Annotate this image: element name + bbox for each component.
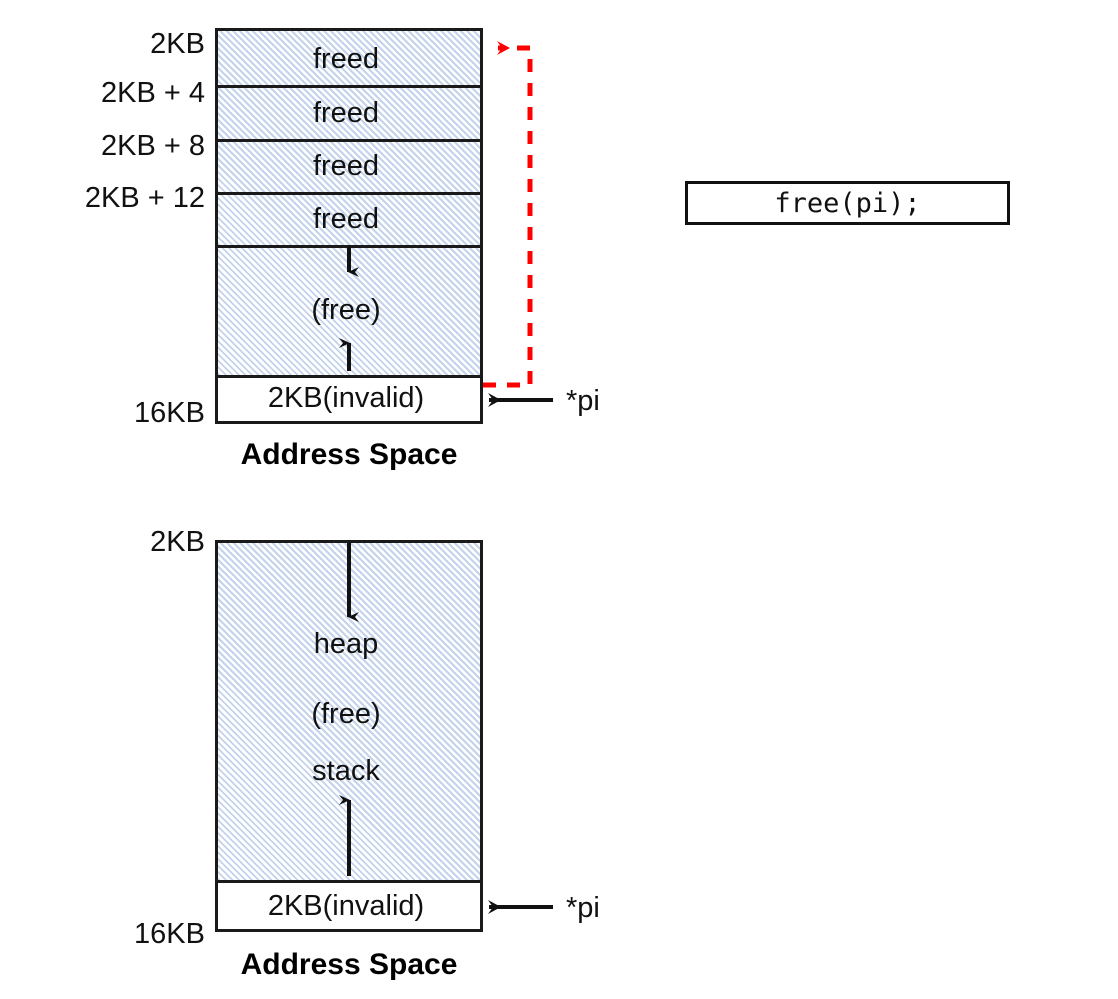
top-row-text-freed-4: freed bbox=[312, 203, 380, 235]
top-address-label-2kb: 2KB bbox=[150, 28, 205, 60]
top-address-label-2kb-plus-12: 2KB + 12 bbox=[84, 182, 205, 214]
top-row-text-free: (free) bbox=[311, 294, 381, 326]
top-row-separator-5 bbox=[218, 375, 480, 378]
bottom-address-label-16kb: 16KB bbox=[134, 918, 205, 950]
top-row-text-invalid: 2KB(invalid) bbox=[267, 382, 425, 414]
top-pointer-label-pi: *pi bbox=[566, 385, 600, 417]
top-caption-address-space: Address Space bbox=[240, 438, 458, 471]
top-heap-hatch-region bbox=[218, 31, 480, 375]
bottom-address-label-2kb: 2KB bbox=[150, 526, 205, 558]
top-row-separator-4 bbox=[218, 245, 480, 248]
bottom-address-space-box bbox=[215, 540, 483, 932]
bottom-row-text-invalid: 2KB(invalid) bbox=[267, 890, 425, 922]
bottom-row-separator-1 bbox=[218, 880, 480, 883]
top-address-space-box bbox=[215, 28, 483, 424]
top-row-text-freed-2: freed bbox=[312, 97, 380, 129]
top-address-label-16kb: 16KB bbox=[134, 397, 205, 429]
top-row-separator-2 bbox=[218, 139, 480, 142]
freed-highlight-dashed-arrow bbox=[483, 41, 533, 388]
top-row-separator-3 bbox=[218, 192, 480, 195]
code-text: free(pi); bbox=[774, 187, 921, 219]
bottom-pointer-label-pi: *pi bbox=[566, 892, 600, 924]
top-row-separator-1 bbox=[218, 85, 480, 88]
top-row-text-freed-1: freed bbox=[312, 43, 380, 75]
code-panel-free-pi: free(pi); bbox=[685, 181, 1010, 225]
top-address-label-2kb-plus-4: 2KB + 4 bbox=[101, 77, 205, 109]
bottom-caption-address-space: Address Space bbox=[240, 948, 458, 981]
top-row-text-freed-3: freed bbox=[312, 150, 380, 182]
bottom-row-text-heap: heap bbox=[313, 628, 379, 660]
bottom-row-text-free: (free) bbox=[311, 698, 381, 730]
top-address-label-2kb-plus-8: 2KB + 8 bbox=[101, 130, 205, 162]
bottom-row-text-stack: stack bbox=[312, 755, 380, 787]
